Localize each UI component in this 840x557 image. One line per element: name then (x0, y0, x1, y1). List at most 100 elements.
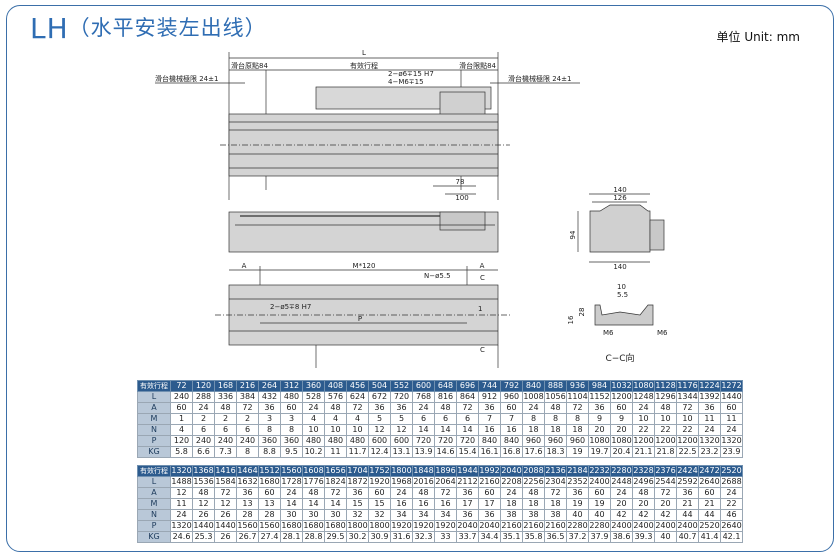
table-cell: 22 (720, 498, 743, 510)
table-cell: 10 (676, 413, 699, 425)
table-cell: 18 (522, 424, 545, 436)
table-cell: 14 (434, 424, 457, 436)
table-cell: 14 (324, 498, 347, 510)
row-header: N (137, 509, 171, 521)
table-cell: 5.8 (170, 446, 193, 458)
table-cell: 10 (302, 424, 325, 436)
dim-78: 78 (456, 178, 465, 186)
table-cell: 48 (544, 402, 567, 414)
table-cell: 23.9 (720, 446, 743, 458)
table-cell: 2112 (456, 476, 479, 488)
table-cell: 36 (390, 402, 413, 414)
table-cell: 2352 (566, 476, 589, 488)
table-cell: 1008 (522, 391, 545, 403)
table-cell: 1488 (170, 476, 193, 488)
table-cell: 1680 (302, 520, 325, 532)
table-cell: 624 (346, 391, 369, 403)
table-cell: 9 (610, 413, 633, 425)
table-cell: 2400 (632, 520, 655, 532)
table-cell: 1680 (324, 520, 347, 532)
table-cell: 24 (280, 487, 303, 499)
table-cell: 12 (390, 424, 413, 436)
table-cell: 1344 (676, 391, 699, 403)
table-cell: 2640 (698, 476, 721, 488)
table-cell: 13.9 (412, 446, 435, 458)
table-cell: 42 (654, 509, 677, 521)
table-cell: 16.8 (500, 446, 523, 458)
table-cell: 552 (390, 380, 413, 392)
dim-A-right: A (480, 262, 485, 270)
table-cell: 19 (566, 498, 589, 510)
table-cell: 2040 (478, 520, 501, 532)
table-cell: 28 (258, 509, 281, 521)
table-cell: 600 (412, 380, 435, 392)
table-cell: 24 (412, 402, 435, 414)
table-cell: 1800 (390, 465, 413, 477)
table-cell: 38 (522, 509, 545, 521)
dim-1: 1 (478, 305, 482, 313)
table-cell: 1944 (456, 465, 479, 477)
table-cell: 4 (324, 413, 347, 425)
table-cell: 2304 (544, 476, 567, 488)
table-cell: 1536 (192, 476, 215, 488)
table-cell: 1128 (654, 380, 677, 392)
table-cell: 28.1 (280, 531, 303, 543)
table-cell: 360 (258, 435, 281, 447)
table-cell: 1992 (478, 465, 501, 477)
dim-limit-right: 滑台限點84 (459, 61, 496, 70)
table-cell: 1920 (390, 520, 413, 532)
table-cell: 216 (236, 380, 259, 392)
table-cell: 20 (610, 424, 633, 436)
table-cell: 1080 (588, 435, 611, 447)
table-cell: 60 (280, 402, 303, 414)
table-cell: 41.4 (698, 531, 721, 543)
table-cell: 13 (236, 498, 259, 510)
table-cell: 26 (214, 509, 237, 521)
table-cell: 30.2 (346, 531, 369, 543)
row-header: N (137, 424, 171, 436)
table-cell: 1584 (214, 476, 237, 488)
table-cell: 72 (324, 487, 347, 499)
table-cell: 6 (456, 413, 479, 425)
table-cell: 30 (280, 509, 303, 521)
table-cell: 2400 (654, 520, 677, 532)
table-cell: 528 (302, 391, 325, 403)
table-cell: 2400 (610, 520, 633, 532)
table-cell: 72 (676, 402, 699, 414)
table-cell: 1272 (720, 380, 743, 392)
dim-stroke: 有效行程 (350, 61, 378, 70)
section-C-bottom: C (480, 346, 485, 354)
table-cell: 24 (720, 487, 743, 499)
table-cell: 1680 (258, 476, 281, 488)
table-cell: 18 (500, 498, 523, 510)
table-cell: 6 (434, 413, 457, 425)
hole-callout-N: N−ø5.5 (424, 272, 451, 280)
table-cell: 2424 (676, 465, 699, 477)
table-cell: 1920 (368, 476, 391, 488)
table-cell: 120 (192, 380, 215, 392)
table-cell: 48 (434, 402, 457, 414)
table-cell: 17 (478, 498, 501, 510)
table-cell: 9 (588, 413, 611, 425)
table-cell: 20.4 (610, 446, 633, 458)
table-cell: 720 (412, 435, 435, 447)
table-cell: 840 (478, 435, 501, 447)
table-cell: 22 (676, 424, 699, 436)
table-cell: 1080 (610, 435, 633, 447)
table-cell: 2376 (654, 465, 677, 477)
dim-100: 100 (455, 194, 468, 202)
row-header: P (137, 520, 171, 532)
table-cell: 1296 (654, 391, 677, 403)
table-cell: 2640 (720, 520, 743, 532)
table-cell: 336 (214, 391, 237, 403)
table-cell: 14 (280, 498, 303, 510)
table-cell: 1056 (544, 391, 567, 403)
table-cell: 816 (434, 391, 457, 403)
table-cell: 44 (698, 509, 721, 521)
table-cell: 14 (412, 424, 435, 436)
table-cell: 1152 (588, 391, 611, 403)
